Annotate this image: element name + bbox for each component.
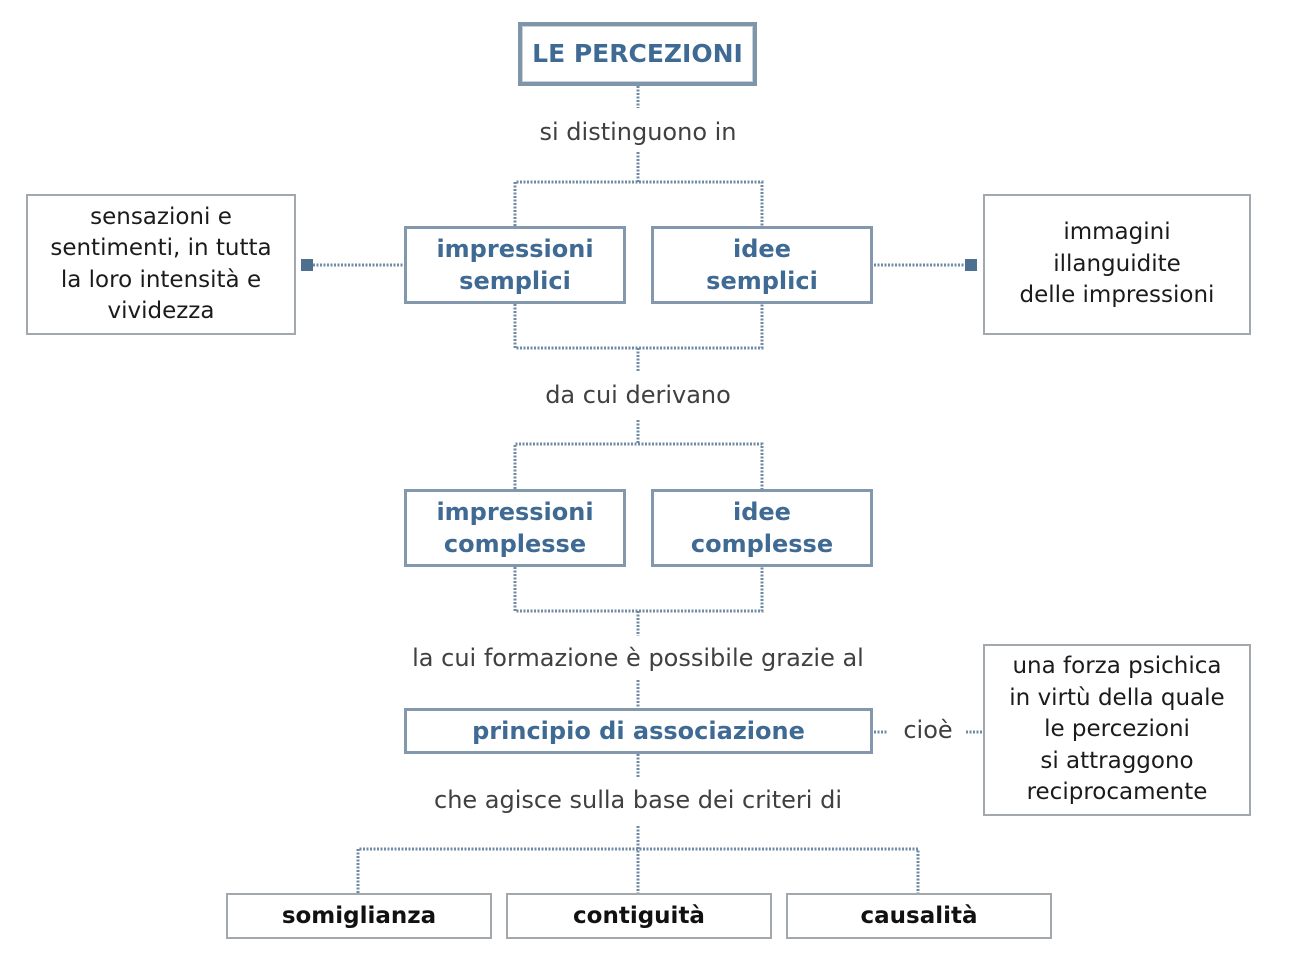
link-label-da-cui-derivano: da cui derivano <box>545 381 731 409</box>
criterion-contiguita: contiguità <box>506 893 772 939</box>
node-idee-semplici: idee semplici <box>651 226 873 304</box>
note-sensazioni: sensazioni e sentimenti, in tutta la lor… <box>26 194 296 335</box>
node-impressioni-complesse: impressioni complesse <box>404 489 626 567</box>
link-label-si-distinguono: si distinguono in <box>539 118 737 146</box>
note-forza-psichica: una forza psichica in virtù della quale … <box>983 644 1251 816</box>
node-impressioni-semplici: impressioni semplici <box>404 226 626 304</box>
link-label-cioe: cioè <box>903 716 953 744</box>
note-immagini: immagini illanguidite delle impressioni <box>983 194 1251 335</box>
criterion-somiglianza: somiglianza <box>226 893 492 939</box>
node-principio-associazione: principio di associazione <box>404 708 873 754</box>
criterion-causalita: causalità <box>786 893 1052 939</box>
page-title: LE PERCEZIONI <box>532 39 743 68</box>
link-label-formazione: la cui formazione è possibile grazie al <box>412 644 864 672</box>
title-box: LE PERCEZIONI <box>518 22 757 86</box>
link-label-agisce: che agisce sulla base dei criteri di <box>434 786 842 814</box>
node-idee-complesse: idee complesse <box>651 489 873 567</box>
